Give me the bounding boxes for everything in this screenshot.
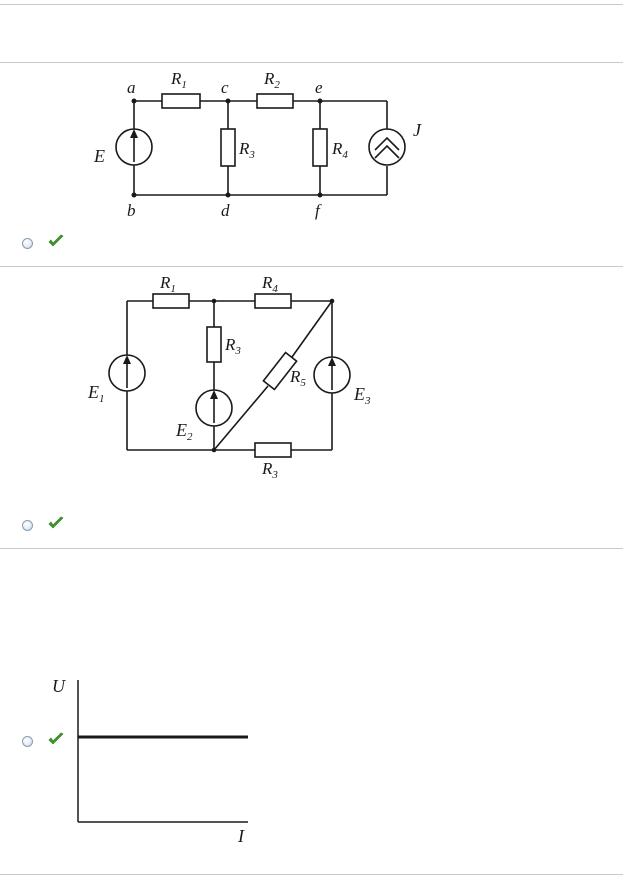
resistor-R4 bbox=[254, 293, 292, 309]
resistor-R4 bbox=[312, 128, 328, 167]
label-node-a: a bbox=[127, 78, 136, 97]
label-E2: E2 bbox=[175, 420, 193, 443]
resistor-R2 bbox=[256, 93, 294, 109]
label-R3: R3 bbox=[238, 139, 255, 161]
current-source-J bbox=[368, 128, 406, 166]
node-b-dot bbox=[131, 192, 137, 198]
divider-2 bbox=[0, 266, 623, 267]
label-node-c: c bbox=[221, 78, 229, 97]
label-R3-bottom: R3 bbox=[261, 459, 278, 481]
node-dot bbox=[211, 298, 217, 304]
node-a-dot bbox=[131, 98, 137, 104]
node-dot bbox=[211, 447, 217, 453]
label-node-b: b bbox=[127, 201, 136, 220]
divider-1 bbox=[0, 62, 623, 63]
divider-3 bbox=[0, 548, 623, 549]
node-f-dot bbox=[317, 192, 323, 198]
label-node-e: e bbox=[315, 78, 323, 97]
label-E: E bbox=[93, 146, 105, 166]
voltage-source-E bbox=[115, 128, 153, 166]
label-R1: R1 bbox=[170, 69, 187, 91]
divider-4 bbox=[0, 874, 623, 875]
label-node-d: d bbox=[221, 201, 230, 220]
voltage-source-E3 bbox=[313, 356, 351, 394]
ui-characteristic-graph: U I bbox=[52, 676, 248, 846]
label-R4: R4 bbox=[261, 273, 278, 295]
answer-radio-2[interactable] bbox=[22, 520, 33, 531]
label-E3: E3 bbox=[353, 384, 371, 407]
answer-radio-3[interactable] bbox=[22, 736, 33, 747]
voltage-source-E1 bbox=[108, 354, 146, 392]
circuit-diagram-2: R1 R4 R3 R5 R3 E1 E2 E3 bbox=[87, 273, 371, 481]
resistor-R3-vertical bbox=[206, 326, 222, 363]
label-node-f: f bbox=[315, 201, 322, 220]
circuit-diagram-1: a c e b d f E J R1 R2 R3 R4 bbox=[93, 69, 422, 220]
label-R5: R5 bbox=[289, 367, 306, 389]
node-c-dot bbox=[225, 98, 231, 104]
label-R1: R1 bbox=[159, 273, 176, 295]
resistor-R3 bbox=[220, 128, 236, 167]
axis-label-U: U bbox=[52, 676, 66, 696]
correct-checkmark-icon bbox=[48, 732, 64, 745]
resistor-R1 bbox=[152, 293, 190, 309]
label-E1: E1 bbox=[87, 382, 105, 405]
label-J: J bbox=[413, 120, 422, 140]
label-R3-vertical: R3 bbox=[224, 335, 241, 357]
node-e-dot bbox=[317, 98, 323, 104]
node-dot bbox=[329, 298, 335, 304]
voltage-source-E2 bbox=[195, 389, 233, 427]
correct-checkmark-icon bbox=[48, 516, 64, 529]
resistor-R5 bbox=[262, 351, 298, 391]
correct-checkmark-icon bbox=[48, 234, 64, 247]
label-R2: R2 bbox=[263, 69, 280, 91]
top-divider bbox=[0, 4, 623, 5]
answer-radio-1[interactable] bbox=[22, 238, 33, 249]
node-d-dot bbox=[225, 192, 231, 198]
resistor-R1 bbox=[161, 93, 201, 109]
resistor-R3-bottom bbox=[254, 442, 292, 458]
label-R4: R4 bbox=[331, 139, 348, 161]
axis-label-I: I bbox=[237, 826, 245, 846]
